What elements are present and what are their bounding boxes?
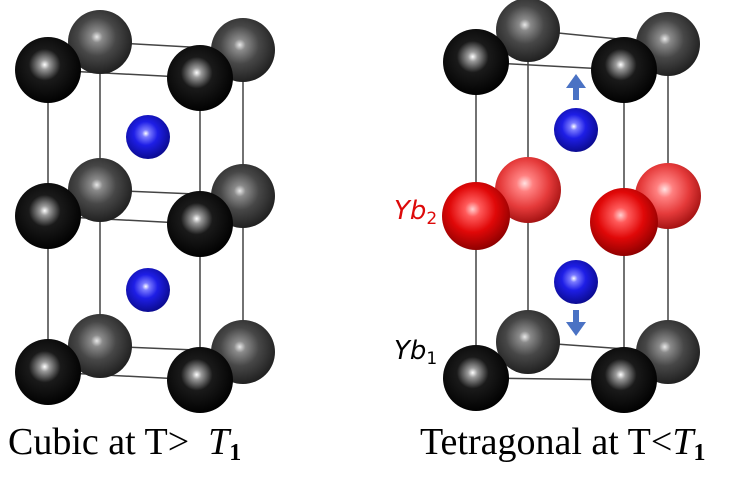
- arrow-down-icon: [566, 310, 586, 336]
- tetragonal-caption-symbol: T: [672, 421, 694, 463]
- arrow-up-icon: [566, 74, 586, 100]
- yb1-subscript: 1: [426, 349, 438, 369]
- yb1-symbol: Yb: [394, 336, 427, 366]
- atom-black: [167, 347, 233, 413]
- yb2-subscript: 2: [426, 209, 438, 229]
- cubic-front-atoms: [15, 37, 233, 413]
- atom-grey: [496, 0, 560, 62]
- atom-black: [591, 347, 657, 413]
- atom-blue: [126, 115, 170, 159]
- cubic-caption: Cubic at T> T1: [8, 418, 241, 466]
- atom-black: [15, 339, 81, 405]
- cubic-structure: [15, 10, 275, 413]
- atom-grey: [68, 314, 132, 378]
- atom-blue: [554, 260, 598, 304]
- cubic-caption-text: Cubic at T>: [8, 421, 190, 463]
- atom-black: [443, 29, 509, 95]
- atom-black: [591, 37, 657, 103]
- cubic-center-atoms: [126, 115, 170, 312]
- atom-black: [167, 45, 233, 111]
- atom-grey: [68, 158, 132, 222]
- atom-grey: [68, 10, 132, 74]
- yb2-label: Yb2: [394, 196, 437, 229]
- tetragonal-caption-subscript: 1: [693, 440, 706, 466]
- cubic-back-atoms: [68, 10, 275, 384]
- cubic-caption-symbol: T: [208, 421, 230, 463]
- atom-black: [15, 183, 81, 249]
- tetragonal-caption-text: Tetragonal at T<: [420, 421, 673, 463]
- displacement-arrows: [566, 74, 586, 336]
- atom-black: [167, 191, 233, 257]
- yb1-label: Yb1: [394, 336, 437, 369]
- atom-blue: [554, 108, 598, 152]
- atom-grey: [496, 310, 560, 374]
- yb2-symbol: Yb: [394, 196, 427, 226]
- tetragonal-front-atoms: [442, 29, 658, 413]
- atom-black: [443, 345, 509, 411]
- atom-black: [15, 37, 81, 103]
- atom-blue: [126, 268, 170, 312]
- atom-red-back: [495, 157, 561, 223]
- tetragonal-structure: [442, 0, 701, 413]
- cubic-caption-subscript: 1: [229, 440, 242, 466]
- atom-red: [442, 182, 510, 250]
- atom-red: [590, 188, 658, 256]
- tetragonal-caption: Tetragonal at T<T1: [420, 418, 705, 466]
- tetragonal-center-atoms: [554, 108, 598, 304]
